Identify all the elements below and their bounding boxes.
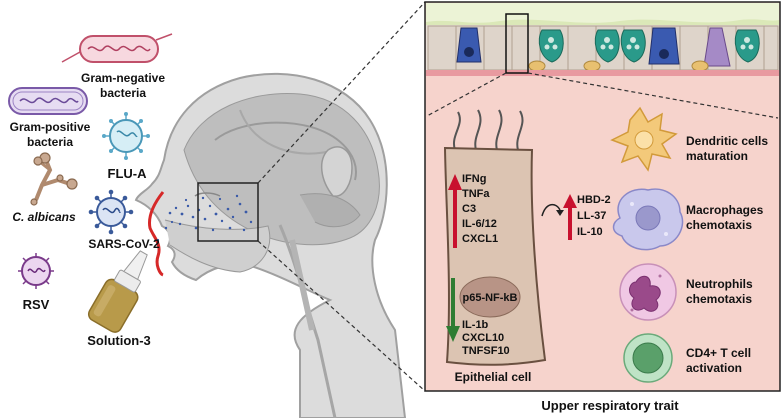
cd4-label-2: activation bbox=[686, 361, 742, 375]
dendritic-label-1: Dendritic cells bbox=[686, 134, 768, 148]
epithelial-cell-label: Epithelial cell bbox=[455, 370, 532, 384]
head-profile bbox=[134, 72, 407, 418]
zoom-box bbox=[197, 182, 259, 242]
neutrophil-label-1: Neutrophils bbox=[686, 277, 753, 291]
rsv-label: RSV bbox=[23, 297, 50, 312]
down-marker-cxcl10: CXCL10 bbox=[462, 332, 504, 344]
neutrophil-icon bbox=[619, 263, 677, 321]
sars-cov-2-icon bbox=[88, 189, 134, 235]
secreted-hbd-2: HBD-2 bbox=[577, 194, 611, 206]
up-marker-il-6-12: IL-6/12 bbox=[462, 218, 497, 230]
dendritic-label-2: maturation bbox=[686, 149, 748, 163]
rsv-virus-icon bbox=[18, 253, 54, 289]
up-marker-cxcl1: CXCL1 bbox=[462, 233, 498, 245]
neutrophil-label-2: chemotaxis bbox=[686, 292, 752, 306]
downregulated-arrow bbox=[446, 278, 460, 342]
sars-cov-2-label: SARS-CoV-2 bbox=[88, 237, 160, 251]
gram-negative-label: Gram-negative bbox=[81, 71, 165, 85]
nasal-spray-bottle-icon bbox=[87, 250, 148, 333]
gram-positive-label: Gram-positive bbox=[10, 120, 91, 134]
c-albicans-label: C. albicans bbox=[12, 210, 76, 224]
epithelial-cell bbox=[443, 109, 547, 366]
panel-caption: Upper respiratory trait bbox=[541, 398, 679, 413]
epithelium-zoom-line-left bbox=[426, 72, 507, 117]
epithelium-strip bbox=[426, 3, 779, 76]
secreted-up-arrow bbox=[563, 194, 577, 240]
zoom-line-bottom bbox=[257, 240, 426, 392]
up-marker-ifng: IFNg bbox=[462, 173, 486, 185]
epithelium-zoom-box bbox=[505, 13, 529, 74]
cd4-label-1: CD4+ T cell bbox=[686, 346, 751, 360]
dendritic-cell-icon bbox=[610, 106, 678, 172]
macrophage-icon bbox=[612, 188, 684, 251]
macrophage-label-2: chemotaxis bbox=[686, 218, 752, 232]
spray-particles bbox=[156, 194, 253, 242]
nucleus bbox=[459, 276, 521, 318]
flu-a-virus-icon bbox=[102, 112, 150, 160]
secretion-arrow bbox=[541, 203, 564, 217]
secreted-il-10: IL-10 bbox=[577, 226, 603, 238]
secreted-ll-37: LL-37 bbox=[577, 210, 606, 222]
gram-positive-bacteria-icon bbox=[8, 87, 88, 115]
down-marker-il-1b: IL-1b bbox=[462, 319, 489, 331]
nucleus-label: p65-NF-kB bbox=[462, 292, 517, 304]
nasal-airway-line bbox=[148, 191, 165, 277]
upregulated-arrow bbox=[448, 174, 462, 248]
macrophage-label-1: Macrophages bbox=[686, 203, 764, 217]
solution-label: Solution-3 bbox=[87, 333, 151, 348]
cd4-t-cell-icon bbox=[623, 333, 673, 383]
up-marker-tnfa: TNFa bbox=[462, 188, 490, 200]
gram-negative-bacteria-label: bacteria bbox=[100, 86, 146, 100]
zoom-line-top bbox=[257, 1, 426, 184]
gram-negative-bacteria-icon bbox=[61, 33, 173, 63]
down-marker-tnfsf10: TNFSF10 bbox=[462, 345, 510, 357]
flu-a-label: FLU-A bbox=[108, 166, 148, 181]
up-marker-c3: C3 bbox=[462, 203, 476, 215]
c-albicans-icon bbox=[30, 152, 78, 206]
gram-positive-bacteria-label: bacteria bbox=[27, 135, 73, 149]
epithelium-zoom-line-right bbox=[527, 72, 779, 119]
